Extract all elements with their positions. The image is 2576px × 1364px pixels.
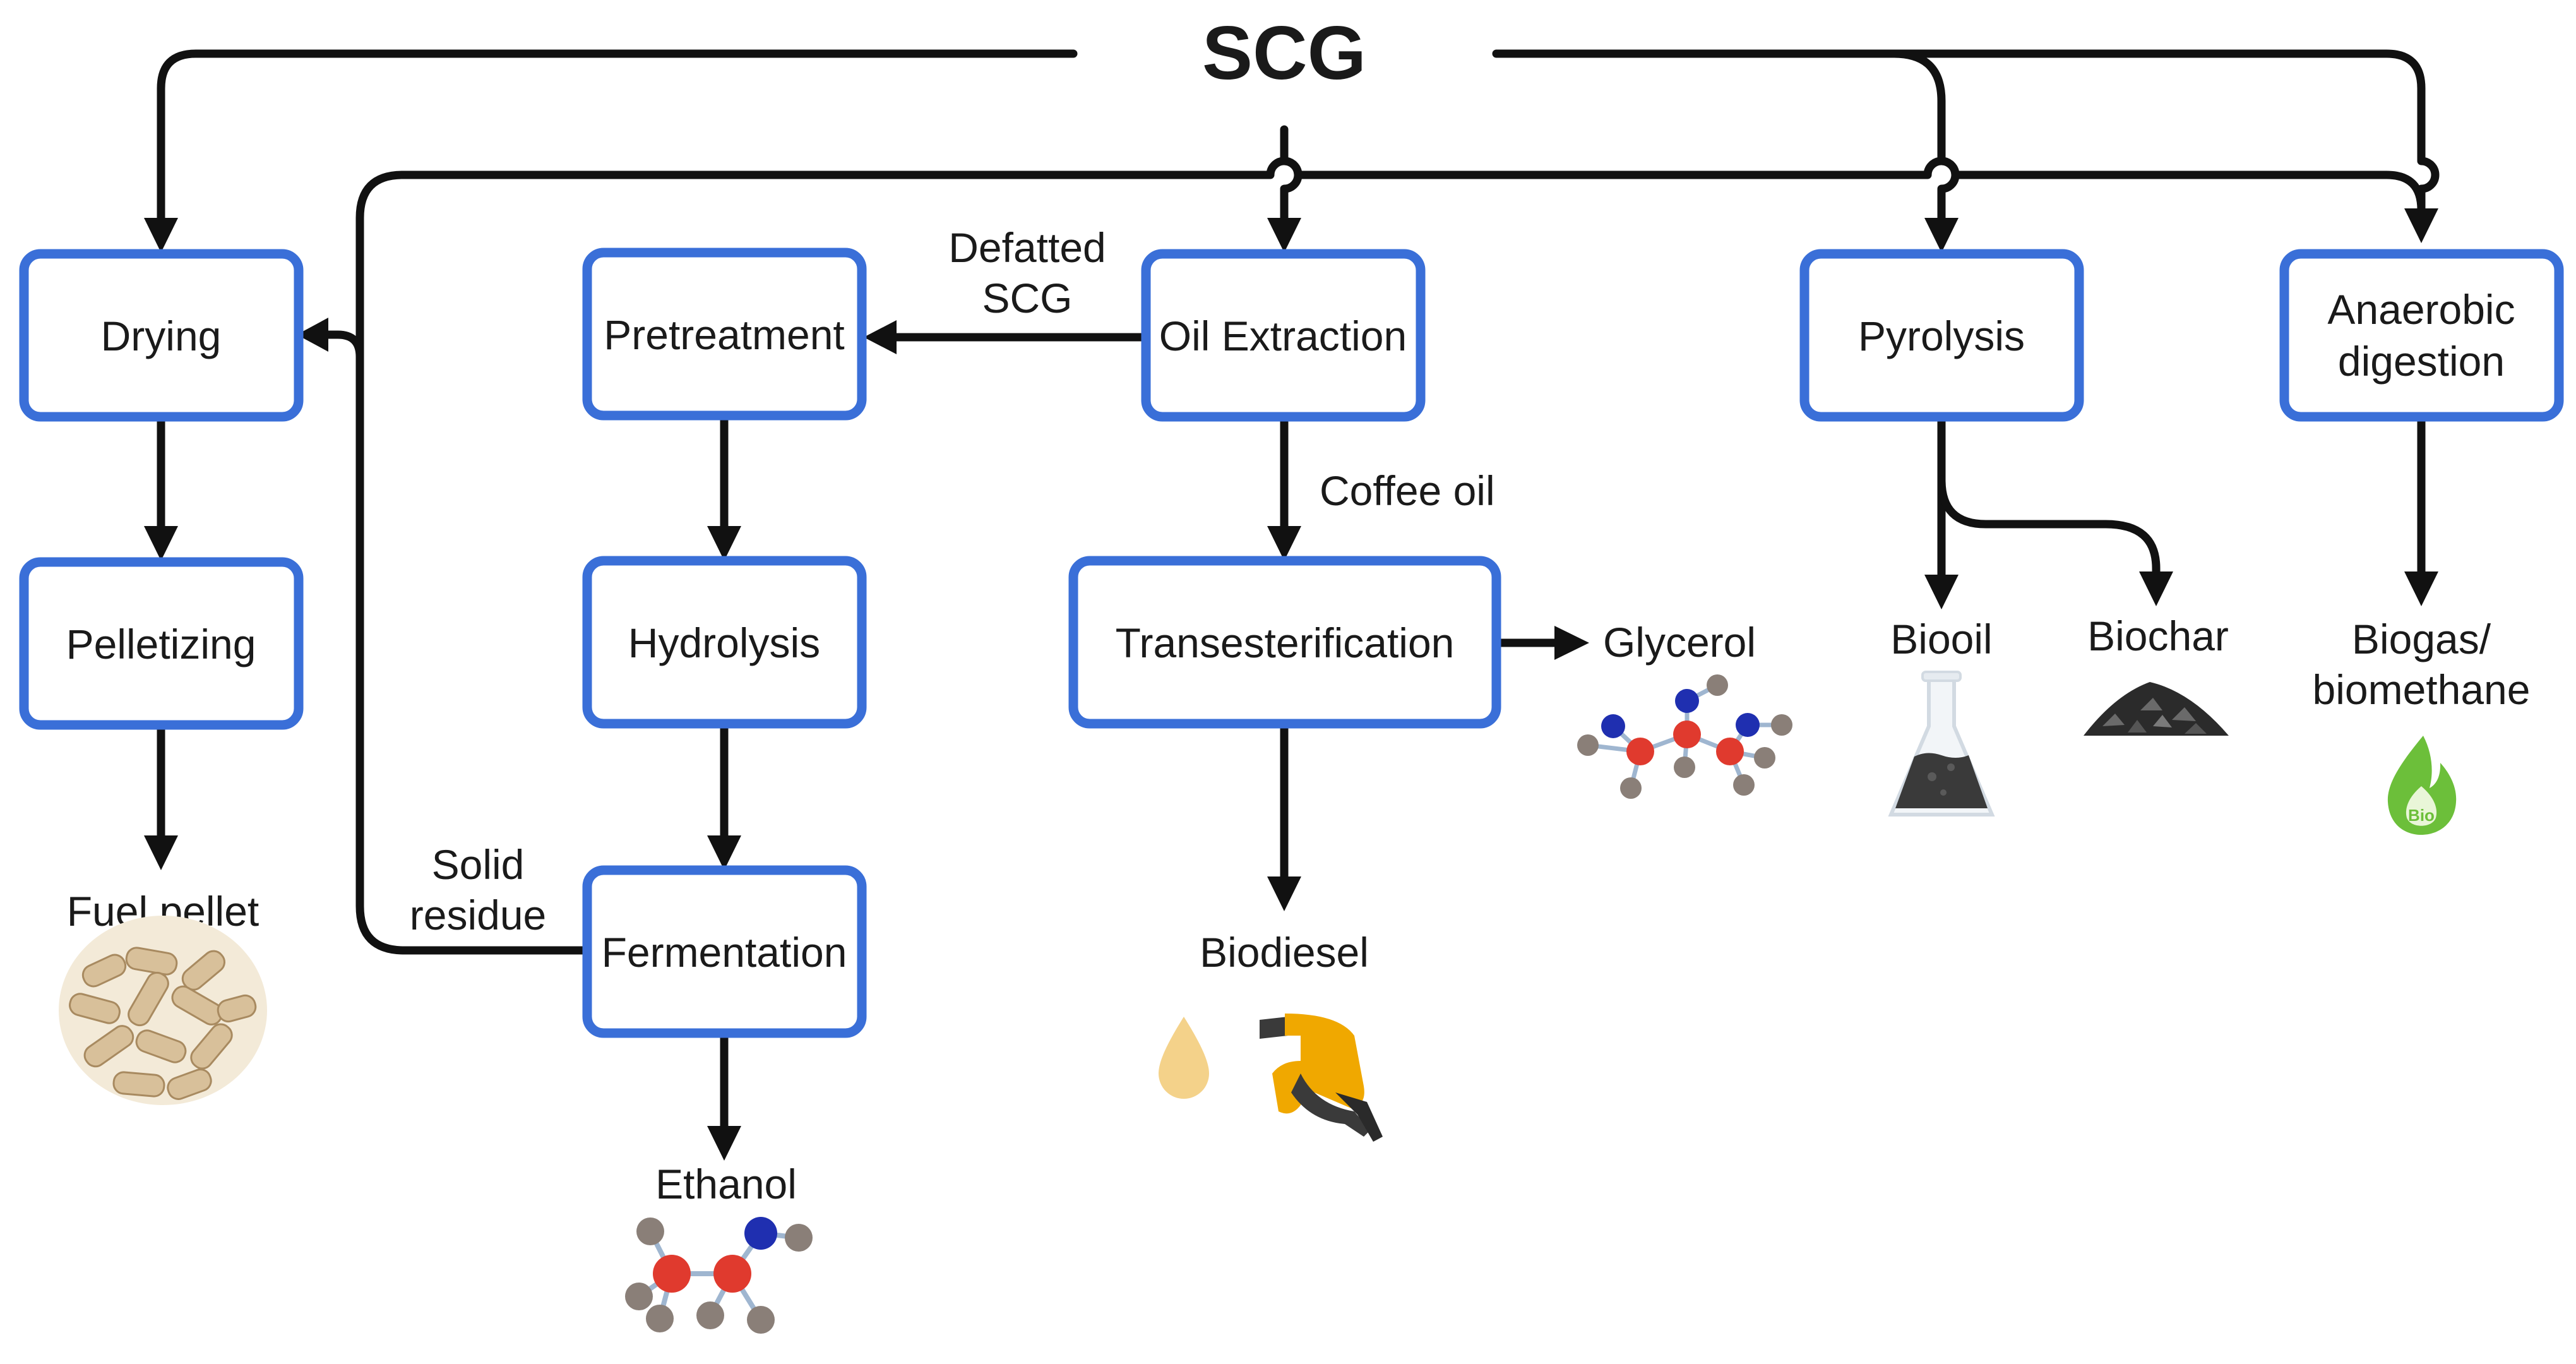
node-drying: Drying — [19, 249, 304, 422]
product-biooil: Biooil — [1890, 616, 1992, 662]
biodiesel-fuel-nozzle-icon — [1159, 1014, 1383, 1142]
arrowhead-pretreatment — [864, 320, 897, 354]
arrowhead-fermentation — [707, 835, 741, 870]
node-hydrolysis: Hydrolysis — [582, 556, 867, 729]
edge-label-solid-line1: Solid — [432, 841, 525, 888]
bio-badge-text: Bio — [2408, 806, 2435, 825]
label-fermentation: Fermentation — [602, 929, 847, 976]
node-pyrolysis: Pyrolysis — [1799, 249, 2084, 422]
fuel-pellet-icon — [59, 916, 267, 1105]
arrowhead-glycerol — [1554, 626, 1589, 660]
edge-label-defatted-line1: Defatted — [948, 224, 1106, 271]
node-fermentation: Fermentation — [582, 865, 867, 1038]
arrowhead-pelletizing — [144, 526, 178, 561]
label-pelletizing: Pelletizing — [66, 621, 256, 667]
node-pretreatment: Pretreatment — [582, 248, 867, 421]
node-oil-extraction: Oil Extraction — [1141, 249, 1426, 422]
product-ethanol: Ethanol — [655, 1161, 797, 1207]
connectors — [157, 49, 2440, 1135]
node-pelletizing: Pelletizing — [19, 557, 304, 730]
edge-label-coffee-oil: Coffee oil — [1320, 467, 1495, 514]
biogas-flame-icon: Bio — [2387, 736, 2457, 835]
arrowhead-hydrolysis — [707, 526, 741, 561]
biooil-flask-icon — [1888, 671, 1995, 817]
edge-label-solid-line2: residue — [410, 892, 546, 938]
product-biogas-line2: biomethane — [2313, 666, 2531, 713]
label-transesterification: Transesterification — [1116, 619, 1455, 666]
arrowhead-fuel-pellet — [144, 835, 178, 870]
arrowhead-biogas — [2404, 571, 2438, 606]
arrowhead-biochar — [2139, 571, 2173, 606]
arrowhead-ethanol — [707, 1126, 741, 1161]
product-biodiesel: Biodiesel — [1200, 929, 1369, 976]
arrowhead-drying — [144, 218, 178, 253]
edge-label-defatted-line2: SCG — [982, 275, 1072, 321]
label-pyrolysis: Pyrolysis — [1858, 313, 2025, 359]
label-oil-extraction: Oil Extraction — [1159, 313, 1407, 359]
arrowhead-oil-extraction — [1267, 218, 1301, 253]
title-scg: SCG — [1202, 11, 1366, 95]
arrowhead-transesterification — [1267, 526, 1301, 561]
label-pretreatment: Pretreatment — [604, 311, 845, 358]
connector-solid-residue-loop — [355, 157, 2426, 955]
arrowheads — [144, 208, 2438, 1161]
label-hydrolysis: Hydrolysis — [628, 619, 820, 666]
connector-scg-to-anaerobic — [1890, 49, 2440, 219]
connector-loop-to-drying — [314, 330, 364, 361]
label-drying: Drying — [101, 313, 222, 359]
arrowhead-anaerobic — [2404, 208, 2438, 243]
connector-pyrolysis-biochar — [1937, 476, 2161, 585]
biochar-pile-icon — [2084, 682, 2229, 736]
connector-scg-to-drying — [157, 49, 1078, 225]
connector-scg-to-pyrolysis — [1492, 49, 1960, 232]
arrowhead-biodiesel — [1267, 876, 1301, 911]
node-transesterification: Transesterification — [1068, 556, 1501, 729]
ethanol-molecule-icon — [625, 1217, 813, 1334]
product-biochar: Biochar — [2087, 613, 2229, 659]
label-anaerobic-line2: digestion — [2338, 338, 2505, 385]
product-glycerol: Glycerol — [1603, 619, 1756, 666]
product-biogas-line1: Biogas/ — [2352, 616, 2491, 662]
arrowhead-pyrolysis — [1924, 218, 1959, 253]
arrowhead-biooil — [1924, 575, 1959, 609]
node-anaerobic-digestion: Anaerobic digestion — [2279, 249, 2564, 422]
label-anaerobic-line1: Anaerobic — [2327, 286, 2515, 333]
arrowhead-loop-drying — [297, 318, 328, 352]
glycerol-molecule-icon — [1577, 674, 1792, 799]
